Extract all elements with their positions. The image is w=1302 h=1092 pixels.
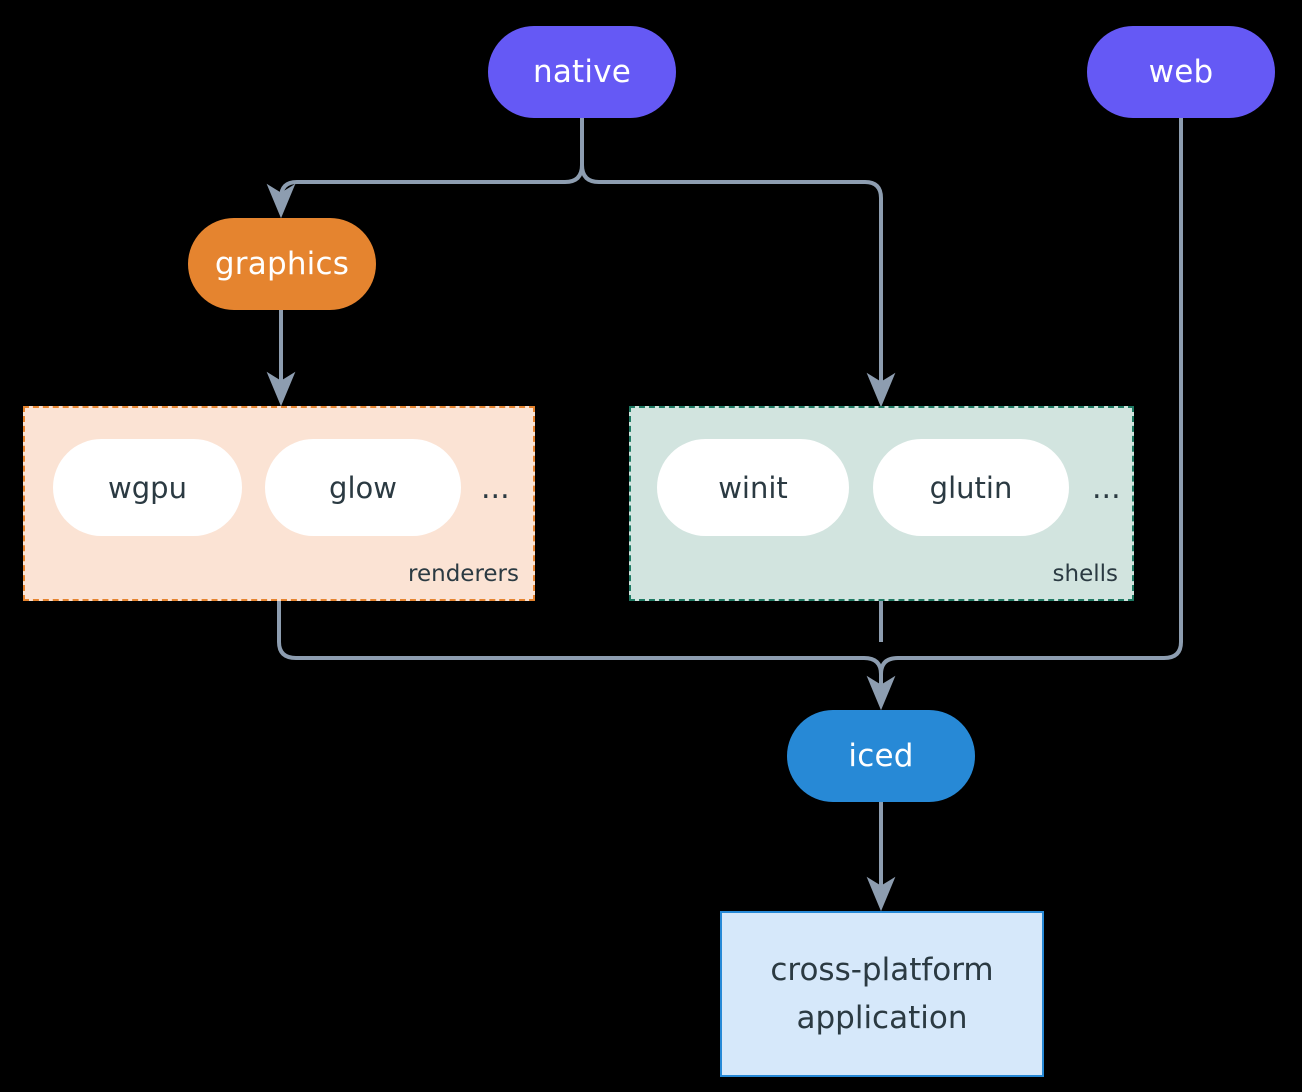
- node-native-label: native: [532, 54, 632, 90]
- edge-native-to-shells: [580, 164, 896, 408]
- node-iced[interactable]: iced: [787, 710, 975, 802]
- node-wgpu[interactable]: wgpu: [53, 439, 242, 536]
- node-web[interactable]: web: [1087, 26, 1275, 118]
- edge-merge-right-to-iced: [879, 656, 899, 675]
- edge-web-to-iced: [898, 118, 1183, 660]
- edge-merge-to-iced: [863, 656, 896, 711]
- cluster-renderers-label: renderers: [408, 561, 519, 587]
- node-graphics[interactable]: graphics: [188, 218, 376, 310]
- cluster-shells-label: shells: [1052, 561, 1118, 587]
- node-winit[interactable]: winit: [657, 439, 849, 536]
- node-winit-label: winit: [718, 470, 788, 505]
- node-glow[interactable]: glow: [265, 439, 461, 536]
- shells-overflow-ellipsis: ...: [1092, 471, 1121, 506]
- node-application-label: cross-platform application: [770, 946, 993, 1042]
- node-glow-label: glow: [329, 470, 397, 505]
- node-web-label: web: [1148, 54, 1214, 90]
- node-graphics-label: graphics: [214, 246, 350, 282]
- cluster-renderers: wgpu glow ... renderers: [23, 406, 535, 601]
- renderers-overflow-ellipsis: ...: [481, 471, 510, 506]
- node-cross-platform-application[interactable]: cross-platform application: [720, 911, 1044, 1077]
- node-native[interactable]: native: [488, 26, 676, 118]
- node-wgpu-label: wgpu: [108, 470, 187, 505]
- edge-native-to-graphics: [266, 164, 584, 219]
- node-iced-label: iced: [848, 738, 914, 774]
- node-application-label-line1: cross-platform: [770, 951, 994, 988]
- node-application-label-line2: application: [796, 1000, 968, 1036]
- cluster-shells: winit glutin ... shells: [629, 406, 1134, 601]
- node-glutin[interactable]: glutin: [873, 439, 1069, 536]
- node-glutin-label: glutin: [929, 470, 1013, 505]
- edge-renderers-to-iced: [277, 601, 864, 660]
